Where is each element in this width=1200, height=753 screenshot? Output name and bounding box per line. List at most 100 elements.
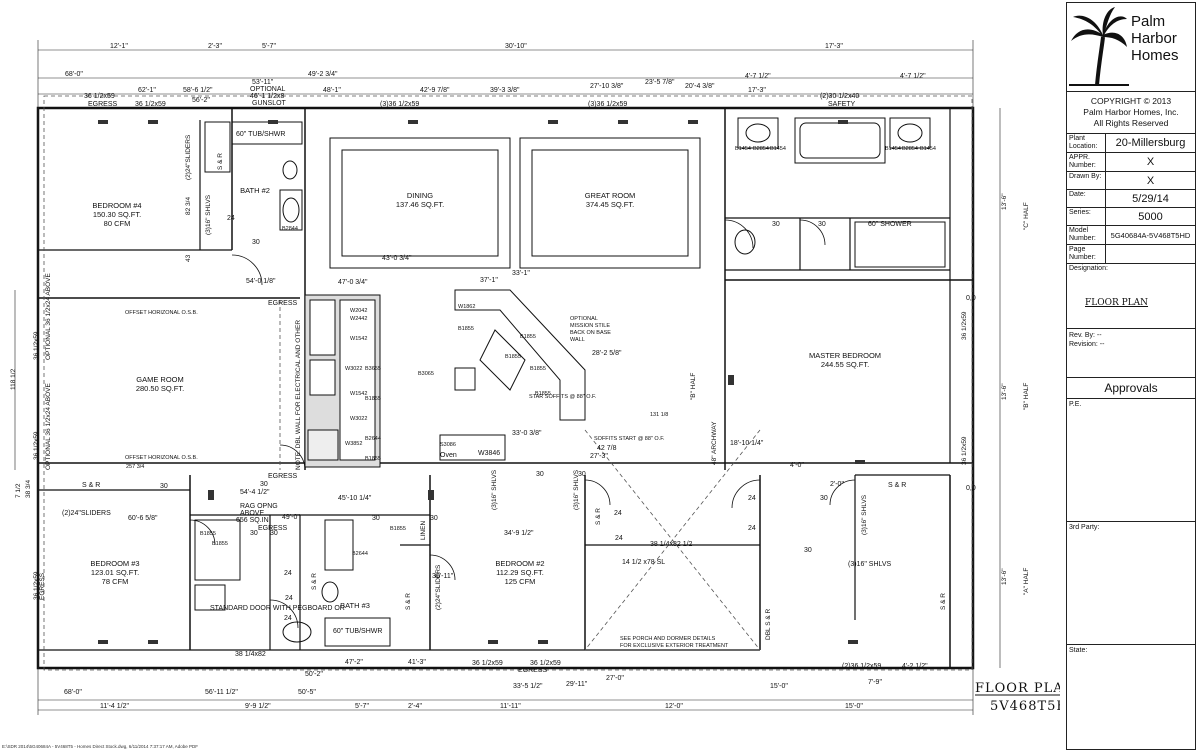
oven-label: Oven <box>440 452 457 459</box>
top-dim: 17'-3" <box>825 43 843 50</box>
left-dim: 82 3/4 <box>185 197 192 215</box>
svg-text:B1855: B1855 <box>200 531 216 537</box>
svg-text:W2442: W2442 <box>350 316 367 322</box>
top-dim: 2'-3" <box>208 43 222 50</box>
clearance-marks: 30 24 30 30 24 30 30 24 24 30 30 30 24 2… <box>160 215 828 622</box>
int-dim: 38 1/4x82 1/2 <box>650 541 693 548</box>
door-swings <box>189 219 856 629</box>
gunslot-label: GUNSLOT <box>252 100 287 107</box>
svg-text:B1855: B1855 <box>505 354 521 360</box>
egress-label: EGRESS <box>88 101 118 108</box>
room-bedroom4: BEDROOM #4 <box>92 201 141 210</box>
int-dim: 37'-1" <box>480 277 498 284</box>
sr-vert: S & R <box>217 153 224 170</box>
kitchen-cabinets <box>304 289 586 468</box>
room-dining-area: 137.46 SQ.FT. <box>396 200 444 209</box>
sliders-bed4: (2)24"SLIDERS <box>185 134 192 180</box>
top-dim2: 62'-1" <box>138 87 156 94</box>
right-zero: 0,0 <box>966 295 976 302</box>
sr-vert: S & R <box>311 573 318 590</box>
room-game-area: 280.50 SQ.FT. <box>136 384 184 393</box>
int-dim: 54'-4 1/2" <box>240 489 270 496</box>
svg-text:B1855: B1855 <box>535 391 551 397</box>
soffit-outlines <box>329 137 701 269</box>
right-window: 36 1/2x59 <box>961 436 968 465</box>
room-bedroom4-cfm: 80 CFM <box>104 219 131 228</box>
left-dim: 118 1/2 <box>10 368 17 390</box>
date-row: Date:5/29/14 <box>1067 190 1195 208</box>
dashed-lines <box>43 95 973 671</box>
bottom-dim2: 33'-5 1/2" <box>513 683 543 690</box>
svg-text:B2854: B2854 <box>902 146 918 152</box>
archway-label: 48" ARCHWAY <box>711 421 718 465</box>
right-zero: 0,0 <box>966 485 976 492</box>
int-dim: 33'-0 3/8" <box>512 430 542 437</box>
dimension-lines <box>14 40 1001 715</box>
bottom-dim2: 68'-0" <box>64 689 82 696</box>
svg-text:B1855: B1855 <box>212 541 228 547</box>
logo: Palm Harbor Homes <box>1067 3 1195 92</box>
bottom-dim: 5'-7" <box>355 703 369 710</box>
bottom-dim2: 56'-11 1/2" <box>205 689 238 696</box>
brand-name: Palm Harbor Homes <box>1131 13 1179 64</box>
top-dim2: 4'-7 1/2" <box>745 73 771 80</box>
top-dim2: 39'-3 3/8" <box>490 87 520 94</box>
plant-row: Plant Location:20-Millersburg <box>1067 134 1195 153</box>
left-window: 36 1/2x59 <box>33 331 40 360</box>
optional-label: OPTIONAL <box>250 86 286 93</box>
bottom-dim: 11'-11" <box>500 703 521 710</box>
file-path-footer: E:\SDR 2014\5G40684A - 5V468T5 - Homes D… <box>2 744 199 749</box>
cabinet-codes: W1862 B1855 B1855 B3065 B1855 W2042 W154… <box>200 146 936 557</box>
plan-title: FLOOR PLAN <box>975 681 1060 696</box>
series-value: 5000 <box>1138 210 1163 223</box>
designation-value: FLOOR PLAN <box>1085 298 1149 308</box>
int-dim: 45'-10 1/4" <box>338 495 372 502</box>
shlvs-vert: (3)16" SHLVS <box>491 469 498 510</box>
copyright-block: COPYRIGHT © 2013 Palm Harbor Homes, Inc.… <box>1067 92 1195 134</box>
bottom-dim2: 47'-2" <box>345 659 363 666</box>
sr-vert: S & R <box>940 593 947 610</box>
svg-text:24: 24 <box>285 595 293 602</box>
svg-text:B1454: B1454 <box>735 146 751 152</box>
drawn-row: Drawn By:X <box>1067 172 1195 190</box>
offset-osb: OFFSET HORIZONAL O.S.B. <box>125 310 198 316</box>
soffit-start: SOFFITS START @ 88" O.F. <box>594 436 665 442</box>
room-labels: BEDROOM #4 150.30 SQ.FT. 80 CFM DINING 1… <box>90 186 881 610</box>
drawn-value: X <box>1146 174 1155 187</box>
room-master: MASTER BEDROOM <box>809 351 881 360</box>
left-dim: 38 3/4 <box>25 480 32 498</box>
svg-text:30: 30 <box>820 495 828 502</box>
svg-text:24: 24 <box>615 535 623 542</box>
int-dim: 47'-0 3/4" <box>338 279 368 286</box>
appr-row: APPR. Number:X <box>1067 153 1195 172</box>
window-bottom: 36 1/2x59 <box>472 660 503 667</box>
window-label: (2)30 1/2x40 <box>820 93 859 100</box>
int-dim: 43'-0 3/4" <box>382 255 412 262</box>
svg-text:W2042: W2042 <box>350 308 367 314</box>
svg-text:30: 30 <box>818 221 826 228</box>
int-dim: 2'-0" <box>830 481 844 488</box>
svg-text:W3022: W3022 <box>350 416 367 422</box>
bath-fixtures <box>194 117 946 647</box>
top-dim2: 49'-2 3/4" <box>308 71 338 78</box>
window-markers <box>98 120 865 644</box>
svg-text:30: 30 <box>250 530 258 537</box>
bottom-dim: 12'-0" <box>665 703 683 710</box>
svg-text:W1862: W1862 <box>458 304 475 310</box>
top-dim2: 23'-5 7/8" <box>645 79 675 86</box>
safety-label: SAFETY <box>828 101 856 108</box>
room-dining: DINING <box>407 191 433 200</box>
sr-vert: S & R <box>405 593 412 610</box>
star-soffit: STAR SOFFITS @ 88" O.F. <box>529 394 597 400</box>
bottom-dim2: 29'-11" <box>566 681 588 688</box>
svg-text:30: 30 <box>160 483 168 490</box>
dbl-sr: DBL S & R <box>765 609 772 640</box>
svg-text:B1454: B1454 <box>885 146 901 152</box>
mission-note: WALL <box>570 337 585 343</box>
window-label: 36 1/2x59 <box>135 101 166 108</box>
right-window: 36 1/2x59 <box>961 311 968 340</box>
svg-text:B1855: B1855 <box>458 326 474 332</box>
int-dim: 54'-0 1/8" <box>246 278 276 285</box>
svg-text:B1454: B1454 <box>770 146 786 152</box>
svg-text:W3022: W3022 <box>345 366 362 372</box>
